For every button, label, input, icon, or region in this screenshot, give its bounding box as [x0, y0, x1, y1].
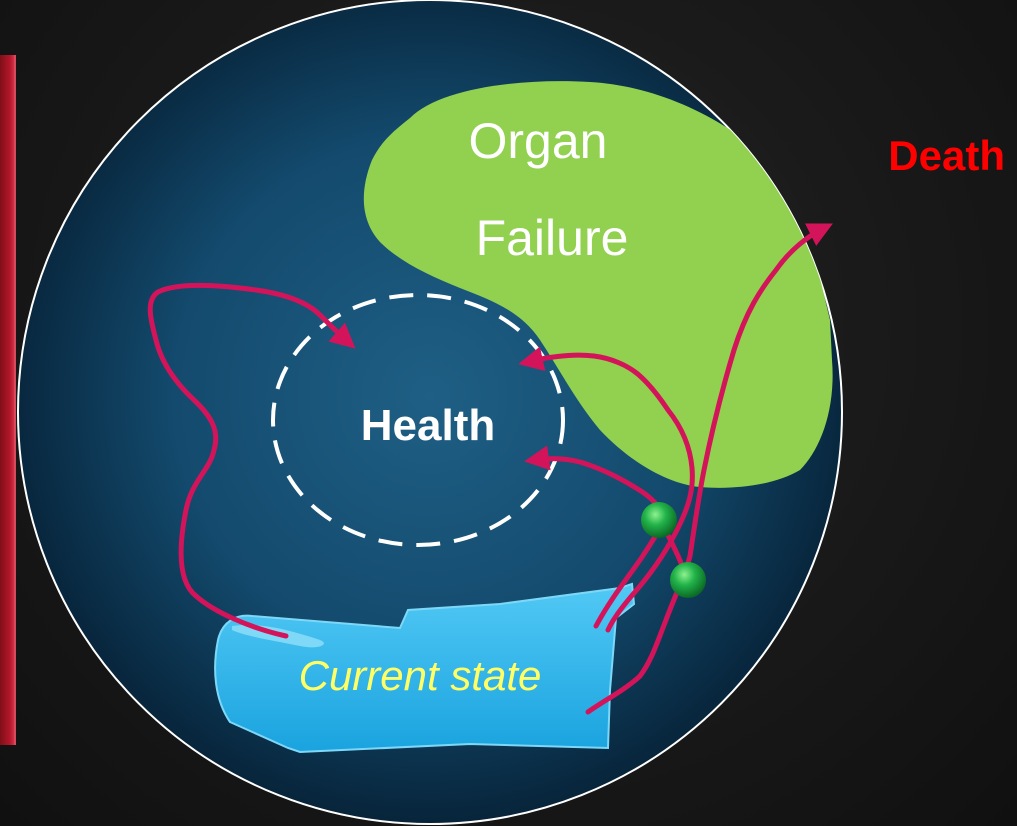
- state-dot-lower: [670, 562, 706, 598]
- state-dot-upper: [641, 502, 677, 538]
- organ-label: Organ: [469, 113, 608, 169]
- current-state-label: Current state: [299, 652, 542, 699]
- failure-label: Failure: [476, 210, 629, 266]
- death-label: Death: [888, 132, 1005, 179]
- health-label: Health: [361, 401, 495, 450]
